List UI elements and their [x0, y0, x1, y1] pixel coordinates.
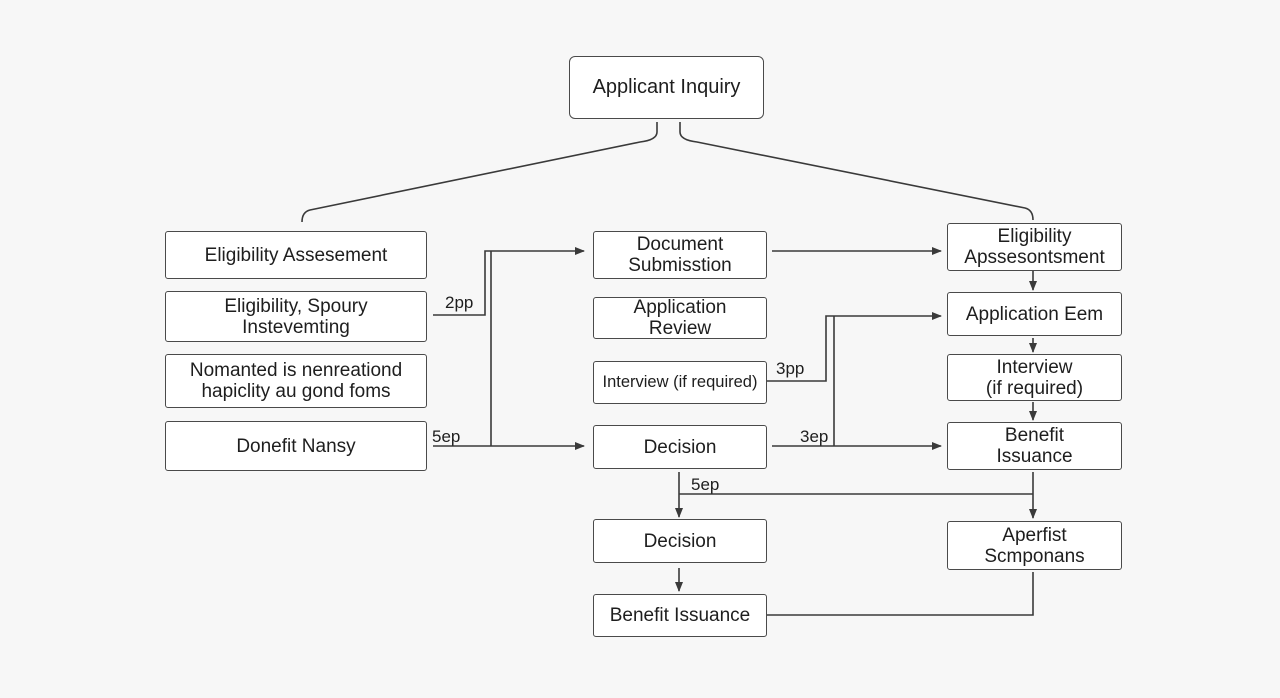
- node-right-aperfist: Aperfist Scmponans: [947, 521, 1122, 570]
- node-right-benefit-issuance: Benefit Issuance: [947, 422, 1122, 470]
- connector-issuance-return: [767, 572, 1034, 616]
- edge-label-5ep-left: 5ep: [432, 427, 461, 446]
- connector-interview-to-appeem: [767, 312, 942, 382]
- node-left-eligibility-assessment: Eligibility Assesement: [165, 231, 427, 279]
- node-mid-document-submission: Document Submisstion: [593, 231, 767, 279]
- edge-label-2pp: 2pp: [445, 293, 474, 312]
- edge-label-5ep-bottom: 5ep: [691, 475, 720, 494]
- connector-left2-to-mid: [433, 247, 585, 316]
- node-mid-decision-2: Decision: [593, 519, 767, 563]
- node-applicant-inquiry: Applicant Inquiry: [569, 56, 764, 119]
- node-left-donefit-nansy: Donefit Nansy: [165, 421, 427, 471]
- node-right-interview: Interview (if required): [947, 354, 1122, 401]
- node-mid-decision: Decision: [593, 425, 767, 469]
- node-mid-interview: Interview (if required): [593, 361, 767, 404]
- edge-label-3pp: 3pp: [776, 359, 805, 378]
- node-mid-benefit-issuance: Benefit Issuance: [593, 594, 767, 637]
- connector-root-right: [679, 122, 1034, 221]
- edge-label-3ep: 3ep: [800, 427, 829, 446]
- node-right-application-eem: Application Eem: [947, 292, 1122, 336]
- node-right-eligibility-assessment: Eligibility Apssesontsment: [947, 223, 1122, 271]
- node-mid-application-review: Application Review: [593, 297, 767, 339]
- node-left-eligibility-spoury: Eligibility, Spoury Instevemting: [165, 291, 427, 342]
- node-left-nomanted: Nomanted is nenreationd hapiclity au gon…: [165, 354, 427, 408]
- connector-root-left: [301, 122, 658, 223]
